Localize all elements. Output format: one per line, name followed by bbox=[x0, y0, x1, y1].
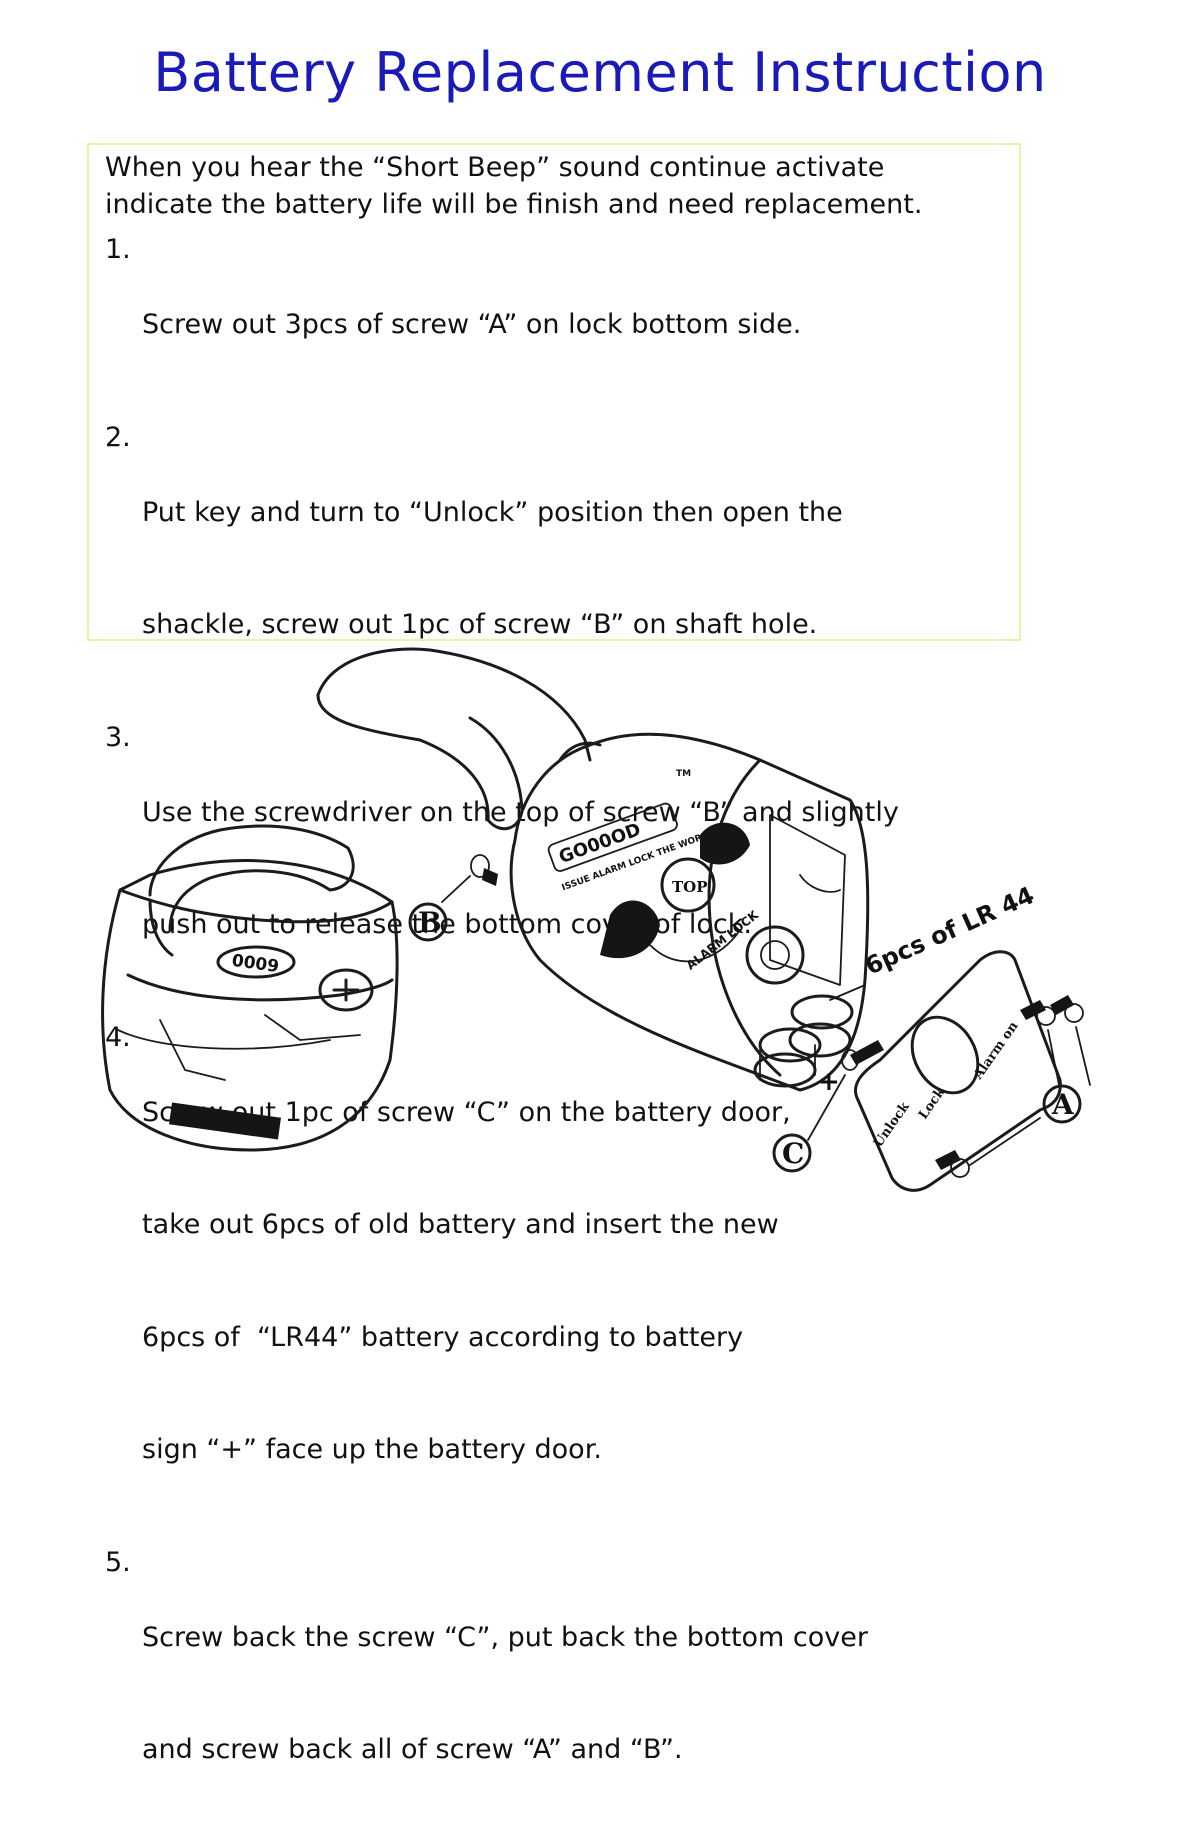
callout-b: B bbox=[408, 902, 448, 942]
callout-c: C bbox=[772, 1074, 846, 1173]
step-number: 4. bbox=[105, 1021, 131, 1053]
step-line: 6pcs of “LR44” battery according to batt… bbox=[142, 1321, 744, 1353]
small-lock-illustration: 0009 bbox=[101, 824, 399, 1152]
intro-paragraph: When you hear the “Short Beep” sound con… bbox=[105, 149, 1019, 223]
switch-alarm-on-label: Alarm on bbox=[970, 1019, 1021, 1084]
lock-diagram: 0009 TM GO00OD ISSUE ALARM LOCK THE WORL… bbox=[101, 647, 1091, 1192]
step-line: Screw out 3pcs of screw “A” on lock bott… bbox=[142, 309, 802, 340]
step-2: 2. Put key and turn to “Unlock” position… bbox=[105, 419, 1019, 719]
callout-a: A bbox=[1042, 1084, 1082, 1124]
callout-a-letter: A bbox=[1051, 1088, 1075, 1121]
switch-unlock-label: Unlock bbox=[871, 1099, 913, 1150]
battery-label: 6pcs of LR 44 bbox=[861, 881, 1038, 980]
step-1: 1. Screw out 3pcs of screw “A” on lock b… bbox=[105, 231, 1019, 419]
step-line: Screw back the screw “C”, put back the b… bbox=[142, 1621, 868, 1653]
step-text: Screw back the screw “C”, put back the b… bbox=[142, 1544, 868, 1844]
step-3: 3. Use the screwdriver on the top of scr… bbox=[105, 719, 1019, 1019]
step-5: 5. Screw back the screw “C”, put back th… bbox=[105, 1544, 1019, 1844]
step-text: Put key and turn to “Unlock” position th… bbox=[142, 419, 843, 719]
emblem-text: TOP bbox=[672, 878, 708, 896]
callout-c-letter: C bbox=[782, 1137, 804, 1170]
screw-b-illustration bbox=[441, 854, 498, 903]
step-line: and screw back all of screw “A” and “B”. bbox=[142, 1734, 683, 1765]
large-lock-illustration: TM GO00OD ISSUE ALARM LOCK THE WORLD TOP… bbox=[316, 647, 870, 1097]
step-text: Screw out 3pcs of screw “A” on lock bott… bbox=[142, 231, 801, 419]
intro-line: When you hear the “Short Beep” sound con… bbox=[105, 152, 885, 183]
step-text: Use the screwdriver on the top of screw … bbox=[142, 719, 899, 1019]
step-number: 5. bbox=[105, 1546, 131, 1578]
step-line: take out 6pcs of old battery and insert … bbox=[142, 1209, 779, 1240]
battery-label-group: 6pcs of LR 44 bbox=[829, 881, 1038, 1001]
step-number: 1. bbox=[105, 234, 131, 265]
step-number: 2. bbox=[105, 421, 131, 453]
page-title: Battery Replacement Instruction bbox=[153, 41, 1047, 104]
tm-mark: TM bbox=[676, 769, 691, 779]
plus-sign: + bbox=[818, 1067, 840, 1097]
battery-door-illustration: Unlock Lock Alarm on bbox=[841, 950, 1091, 1192]
step-line: Put key and turn to “Unlock” position th… bbox=[142, 496, 843, 528]
step-line: shackle, screw out 1pc of screw “B” on s… bbox=[142, 609, 818, 640]
step-number: 3. bbox=[105, 721, 131, 753]
small-lock-digits: 0009 bbox=[231, 951, 281, 977]
callout-b-letter: B bbox=[418, 906, 442, 939]
intro-line: indicate the battery life will be finish… bbox=[105, 189, 923, 220]
step-line: Use the screwdriver on the top of screw … bbox=[142, 796, 899, 828]
step-line: sign “+” face up the battery door. bbox=[142, 1434, 602, 1465]
